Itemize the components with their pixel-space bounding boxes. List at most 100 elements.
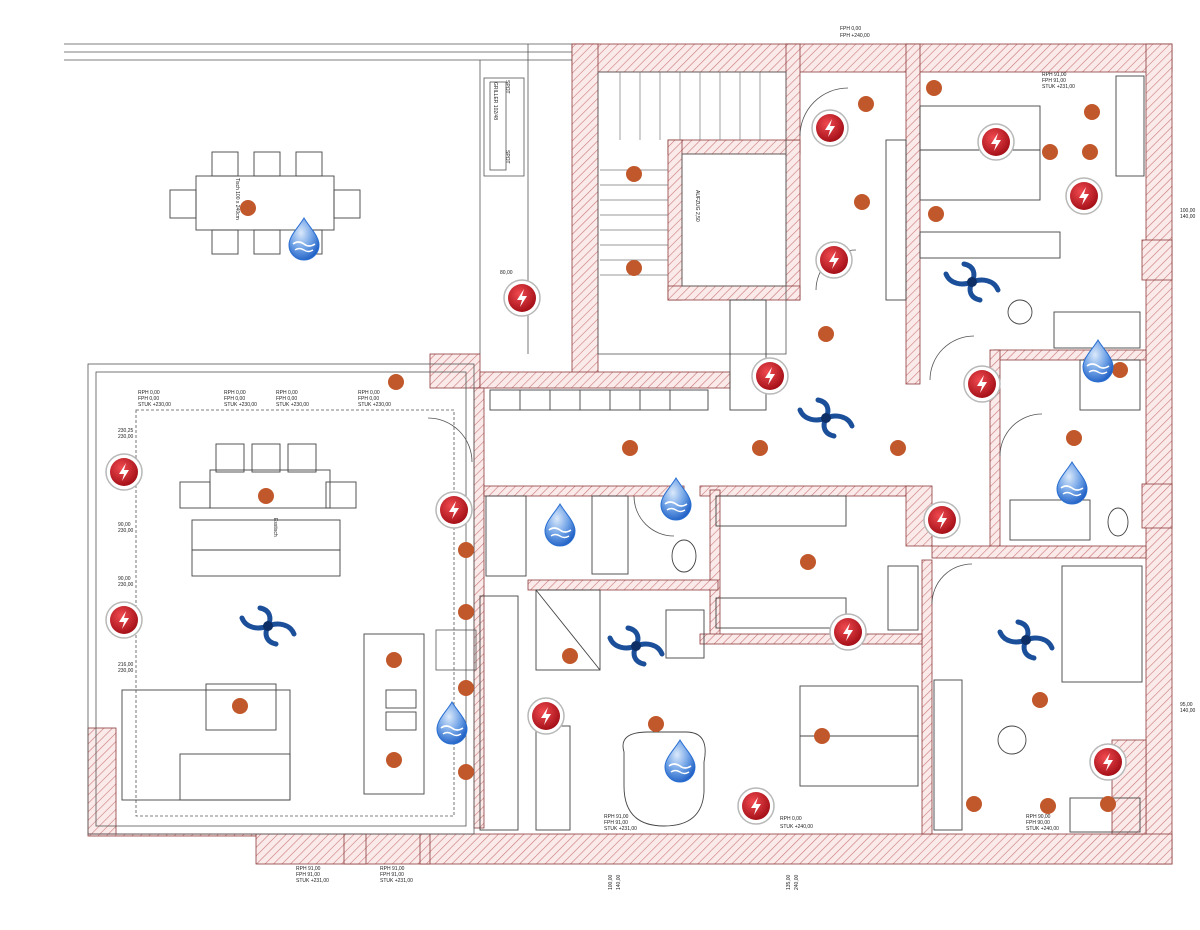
power-outlet-icon: [963, 365, 1001, 403]
light-fixture-icon: [928, 206, 944, 222]
wall-dim-3: 90,00: [118, 522, 131, 528]
ext-label-b3: FPH 0,00: [276, 396, 297, 402]
wall-dim-7: 216,00: [118, 662, 134, 668]
power-outlet-icon: [1089, 743, 1127, 781]
wall-dim-5: 90,00: [118, 576, 131, 582]
ext-label-c3: STUK +230,00: [276, 402, 309, 408]
power-outlet-icon: [811, 109, 849, 147]
table-note: Tisch 100 x 240cm: [234, 178, 240, 220]
ventilation-swirl-icon: [607, 625, 665, 667]
light-fixture-icon: [458, 542, 474, 558]
dim-top-label: FPH 0,00: [840, 26, 861, 32]
bed3-label-b: FPH 90,00: [1026, 820, 1050, 826]
light-fixture-icon: [890, 440, 906, 456]
bed2-label-b: STUK +240,00: [780, 824, 813, 830]
light-fixture-icon: [1112, 362, 1128, 378]
water-drop-icon: [660, 477, 692, 521]
light-fixture-icon: [622, 440, 638, 456]
right-dim-2: 140,00: [1180, 214, 1196, 220]
bath-label-b: FPH 91,00: [604, 820, 628, 826]
bot1-label-a: RPH 91,00: [296, 866, 321, 872]
spot-top-label: SPOT: [504, 80, 510, 94]
bottom-dim-3: 135,00: [786, 874, 792, 890]
bot2-label-c: STUK +231,00: [380, 878, 413, 884]
light-fixture-icon: [1100, 796, 1116, 812]
bed3-label-c: STUK +240,00: [1026, 826, 1059, 832]
light-fixture-icon: [752, 440, 768, 456]
bed3-label-a: RPH 90,00: [1026, 814, 1051, 820]
ext-label-a4: RPH 0,00: [358, 390, 380, 396]
light-fixture-icon: [386, 752, 402, 768]
water-drop-icon: [1056, 461, 1088, 505]
power-outlet-icon: [503, 279, 541, 317]
ext-label-b2: FPH 0,00: [224, 396, 245, 402]
right-dim-1: 100,00: [1180, 208, 1196, 214]
power-outlet-icon: [815, 241, 853, 279]
spot-bottom-label: SPOT: [504, 150, 510, 164]
water-connections: [288, 217, 1114, 783]
light-fixture-icon: [240, 200, 256, 216]
power-outlet-icon: [923, 501, 961, 539]
bath-label-a: RPH 91,00: [604, 814, 629, 820]
wall-dim-1: 230,25: [118, 428, 134, 434]
plan-labels: GRILLER 102/48 SPOT SPOT AUFZUG 2,50 FPH…: [118, 26, 1196, 890]
water-drop-icon: [664, 739, 696, 783]
ext-label-c4: STUK +230,00: [358, 402, 391, 408]
ext-label-c2: STUK +230,00: [224, 402, 257, 408]
light-fixture-icon: [458, 680, 474, 696]
power-outlet-icon: [751, 357, 789, 395]
ext-label-b1: FPH 0,00: [138, 396, 159, 402]
light-fixture-icon: [648, 716, 664, 732]
bot1-label-b: FPH 91,00: [296, 872, 320, 878]
ventilation-points: [239, 261, 1055, 667]
light-fixture-icon: [388, 374, 404, 390]
bed2-label-a: RPH 0,00: [780, 816, 802, 822]
light-fixture-icon: [458, 764, 474, 780]
lift-label: AUFZUG 2,50: [694, 190, 700, 222]
wall-dim-4: 230,00: [118, 528, 134, 534]
ext-label-a1: RPH 0,00: [138, 390, 160, 396]
light-fixture-icon: [1066, 430, 1082, 446]
water-drop-icon: [436, 701, 468, 745]
light-fixture-icon: [562, 648, 578, 664]
power-outlet-icon: [105, 453, 143, 491]
power-outlet-icon: [977, 123, 1015, 161]
water-drop-icon: [1082, 339, 1114, 383]
ventilation-swirl-icon: [797, 397, 855, 439]
ext-label-a2: RPH 0,00: [224, 390, 246, 396]
bed1-label-a: RPH 91,00: [1042, 72, 1067, 78]
griller-label: GRILLER 102/48: [492, 82, 498, 120]
light-fixture-icon: [626, 260, 642, 276]
light-fixture-icon: [386, 652, 402, 668]
wall-dim-6: 230,00: [118, 582, 134, 588]
ventilation-swirl-icon: [239, 605, 297, 647]
dim-top2-label: FPH +240,00: [840, 33, 870, 39]
bottom-dim-1: 100,00: [608, 874, 614, 890]
bot1-label-c: STUK +231,00: [296, 878, 329, 884]
power-outlet-icon: [1065, 177, 1103, 215]
water-drop-icon: [544, 503, 576, 547]
bot2-label-b: FPH 91,00: [380, 872, 404, 878]
walls: [87, 43, 1173, 865]
power-outlet-icon: [829, 613, 867, 651]
right-dim-3: 95,00: [1180, 702, 1193, 708]
light-fixture-icon: [858, 96, 874, 112]
wall-dim-2: 230,00: [118, 434, 134, 440]
corridor-cabinets: [489, 299, 767, 411]
power-outlets: [105, 109, 1127, 825]
light-fixture-icon: [818, 326, 834, 342]
ext-label-b4: FPH 0,00: [358, 396, 379, 402]
right-dim-4: 140,00: [1180, 708, 1196, 714]
power-outlet-icon: [527, 697, 565, 735]
light-fixture-icon: [1032, 692, 1048, 708]
light-fixture-icon: [1084, 104, 1100, 120]
sofa-note: Esstisch: [272, 518, 278, 537]
light-fixture-icon: [1040, 798, 1056, 814]
light-fixture-icon: [1042, 144, 1058, 160]
light-fixture-icon: [966, 796, 982, 812]
bottom-dim-4: 240,00: [794, 874, 800, 890]
light-fixture-icon: [458, 604, 474, 620]
ventilation-swirl-icon: [943, 261, 1001, 303]
bed1-label-b: FPH 91,00: [1042, 78, 1066, 84]
